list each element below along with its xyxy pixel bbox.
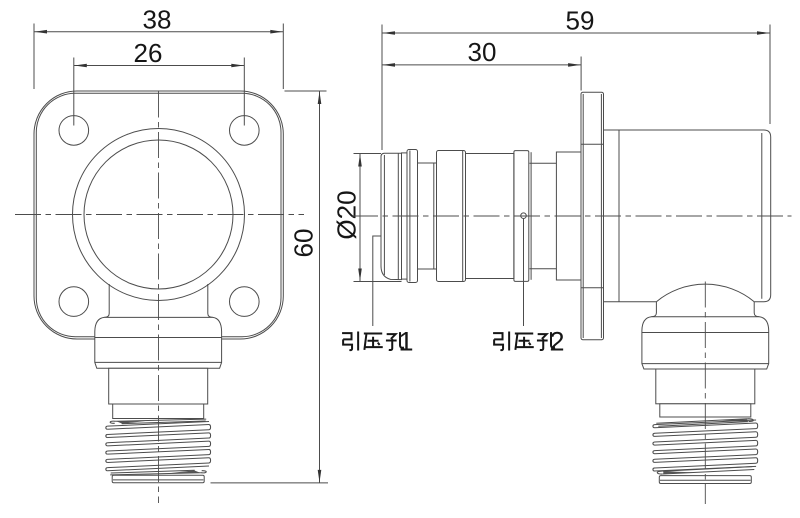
svg-text:38: 38: [143, 4, 172, 34]
svg-text:2: 2: [550, 327, 565, 357]
svg-text:1: 1: [399, 327, 414, 357]
svg-text:30: 30: [468, 37, 497, 67]
svg-text:60: 60: [289, 229, 319, 258]
svg-text:26: 26: [134, 38, 163, 68]
svg-text:Ø20: Ø20: [332, 190, 362, 239]
svg-text:59: 59: [566, 6, 595, 36]
